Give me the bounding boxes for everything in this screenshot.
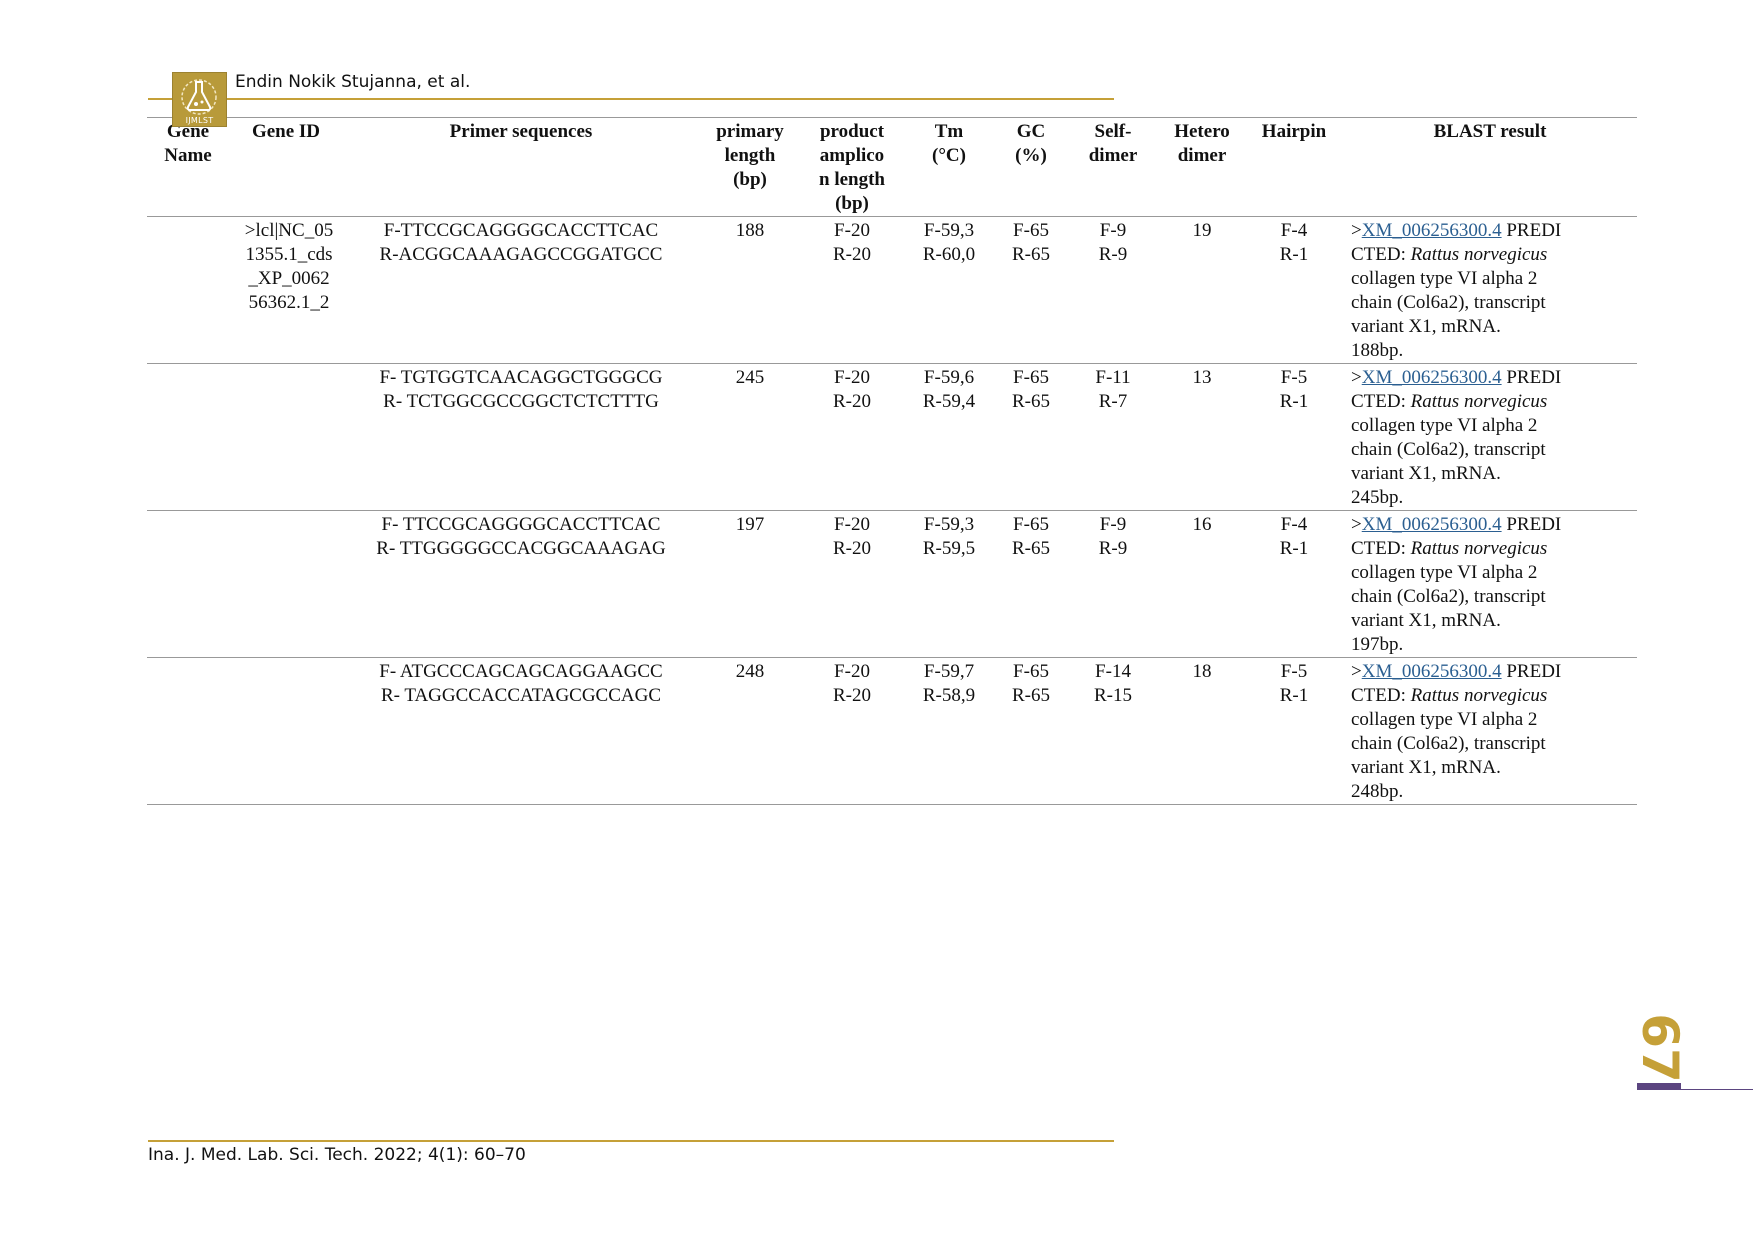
header-rule xyxy=(148,98,1114,100)
cell-hetero-dimer: 16 xyxy=(1192,514,1212,535)
header-gene-id: Gene ID xyxy=(251,121,321,142)
cell-hetero-dimer: 18 xyxy=(1192,661,1212,682)
cell-primary-length: 248 xyxy=(735,661,765,682)
cell-gene-id xyxy=(229,511,343,658)
footer-rule xyxy=(148,1140,1114,1142)
header-primer-sequences: Primer sequences xyxy=(449,121,593,142)
page-number: 67 xyxy=(1631,1013,1689,1083)
header-gc: GC(%) xyxy=(1015,121,1047,166)
journal-logo: IJMLST xyxy=(172,72,227,127)
cell-primary-length: 245 xyxy=(735,367,765,388)
blast-accession-link[interactable]: XM_006256300.4 xyxy=(1361,367,1502,388)
blast-accession-link[interactable]: XM_006256300.4 xyxy=(1361,661,1502,682)
cell-hetero-dimer: 13 xyxy=(1192,367,1212,388)
cell-gene-name xyxy=(147,511,229,658)
cell-gene-name xyxy=(147,658,229,805)
blast-accession-link[interactable]: XM_006256300.4 xyxy=(1361,220,1502,241)
cell-primary-length: 197 xyxy=(735,514,765,535)
cell-primary-length: 188 xyxy=(735,220,765,241)
logo-wordmark: IJMLST xyxy=(185,116,214,125)
cell-gene-name xyxy=(147,364,229,511)
header-tm: Tm(°C) xyxy=(932,121,966,166)
header-self-dimer: Self-dimer xyxy=(1088,121,1138,166)
cell-gene-id xyxy=(229,658,343,805)
header-blast-result: BLAST result xyxy=(1433,121,1547,142)
cell-gene-name xyxy=(147,217,229,364)
blast-accession-link[interactable]: XM_006256300.4 xyxy=(1361,514,1502,535)
header-hairpin: Hairpin xyxy=(1261,121,1327,142)
cell-gene-id xyxy=(229,364,343,511)
page-number-bar xyxy=(1637,1083,1681,1090)
running-header-author: Endin Nokik Stujanna, et al. xyxy=(235,72,471,92)
journal-citation: Ina. J. Med. Lab. Sci. Tech. 2022; 4(1):… xyxy=(148,1145,526,1165)
page-number-line xyxy=(1681,1089,1753,1090)
cell-hetero-dimer: 19 xyxy=(1192,220,1212,241)
flask-icon xyxy=(181,79,217,115)
